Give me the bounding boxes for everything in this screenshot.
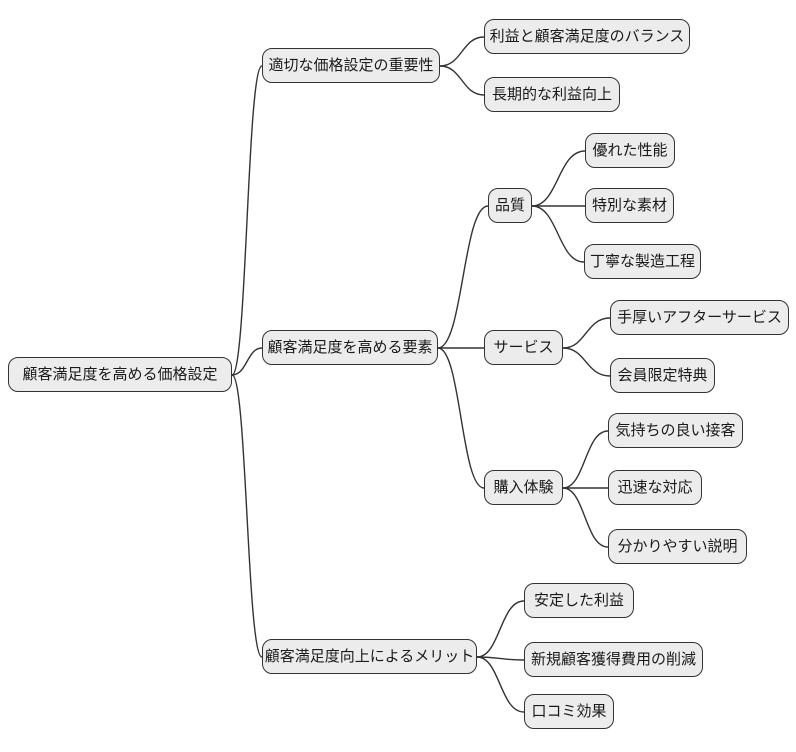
edge-branch2-to-quality: [437, 205, 489, 349]
edge-root-to-branch2: [231, 347, 263, 376]
edge-branch3-to-wordofmouth: [476, 656, 525, 713]
leaf-member-benefits: 会員限定特典: [610, 358, 715, 393]
leaf-clear-explanation: 分かりやすい説明: [608, 529, 747, 564]
edge-quality-to-manufacturing: [531, 205, 585, 263]
edge-root-to-branch3: [231, 374, 263, 658]
leaf-stable-profit: 安定した利益: [524, 583, 634, 618]
node-purchase-experience: 購入体験: [484, 470, 563, 505]
edge-root-to-branch1: [231, 65, 263, 376]
leaf-profit-satisfaction-balance: 利益と顧客満足度のバランス: [484, 19, 690, 54]
leaf-quick-response: 迅速な対応: [608, 470, 702, 505]
leaf-generous-after-service: 手厚いアフターサービス: [610, 300, 789, 335]
edge-experience-to-explanation: [562, 487, 609, 548]
edge-quality-to-performance: [531, 150, 586, 207]
edge-branch1-to-balance: [439, 36, 485, 67]
leaf-careful-manufacturing: 丁寧な製造工程: [584, 244, 701, 279]
edge-service-to-member: [562, 347, 611, 377]
edge-experience-to-hospitality: [562, 430, 609, 489]
node-service: サービス: [484, 330, 563, 365]
leaf-long-term-profit: 長期的な利益向上: [484, 77, 620, 112]
leaf-reduced-acquisition-cost: 新規顧客獲得費用の削減: [524, 642, 703, 677]
leaf-excellent-performance: 優れた性能: [585, 133, 675, 168]
edge-branch3-to-stable: [476, 600, 525, 658]
branch-satisfaction-factors: 顧客満足度を高める要素: [262, 330, 438, 365]
edge-branch3-to-acquisition: [476, 656, 525, 661]
root-node: 顧客満足度を高める価格設定: [8, 357, 232, 392]
leaf-pleasant-customer-service: 気持ちの良い接客: [608, 413, 743, 448]
leaf-word-of-mouth-effect: 口コミ効果: [524, 694, 614, 729]
edge-branch2-to-experience: [437, 347, 485, 489]
node-quality: 品質: [488, 188, 532, 223]
edge-branch1-to-longterm: [439, 65, 485, 96]
branch-importance-of-pricing: 適切な価格設定の重要性: [262, 48, 440, 83]
leaf-special-materials: 特別な素材: [585, 188, 674, 223]
branch-merits-of-improvement: 顧客満足度向上によるメリット: [262, 639, 477, 674]
edge-service-to-aftercare: [562, 317, 611, 349]
